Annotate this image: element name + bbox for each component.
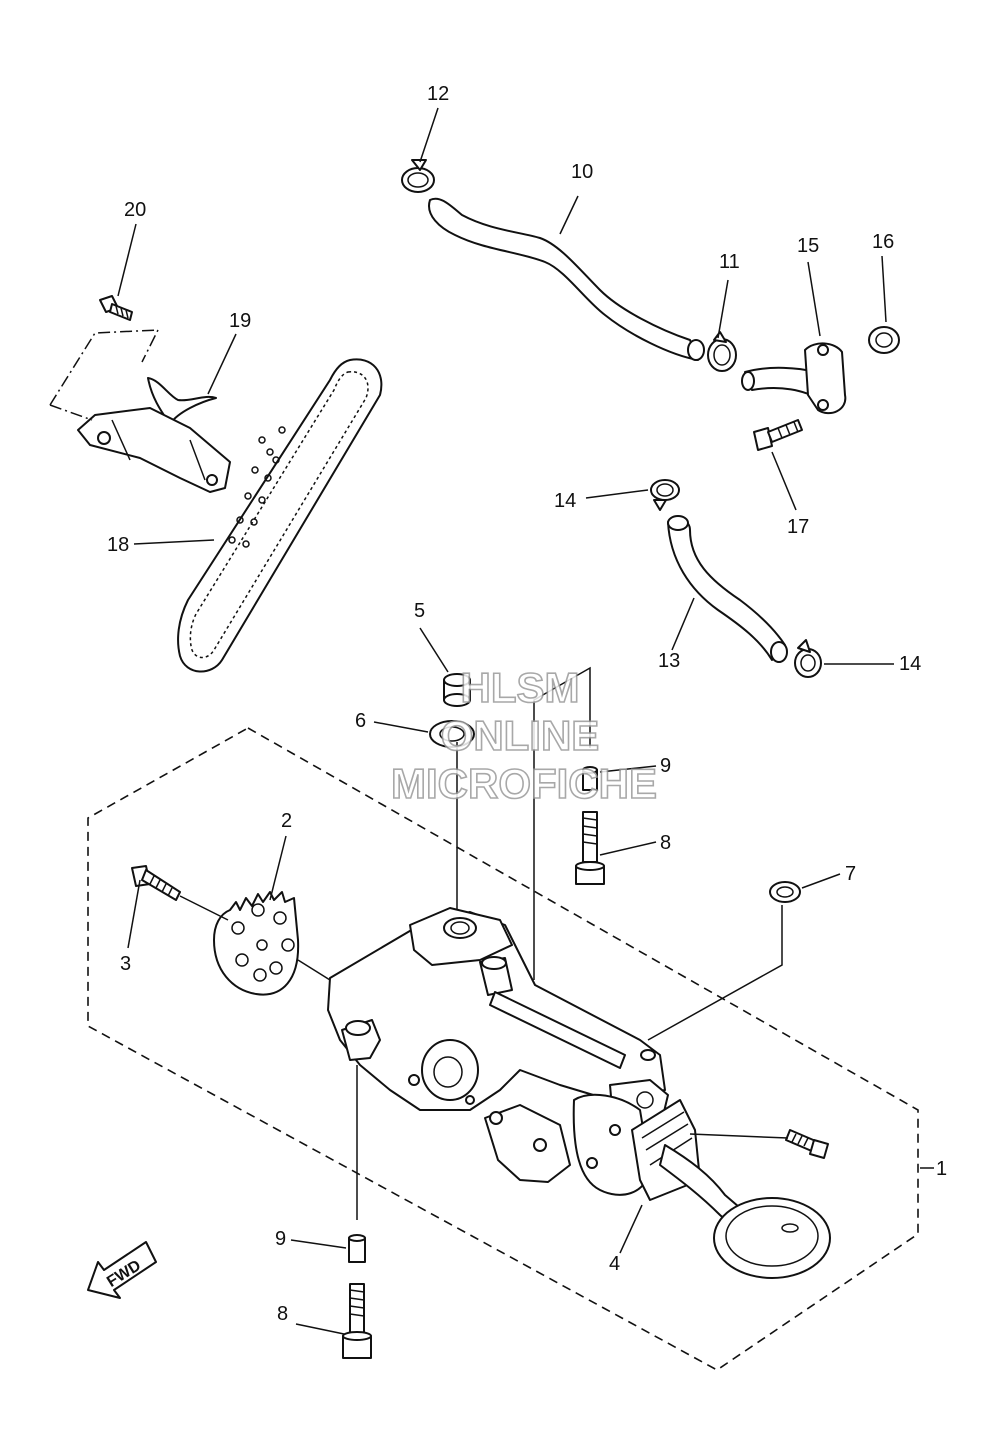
bolt-17[interactable] — [753, 419, 803, 451]
callout-13: 13 — [658, 650, 680, 672]
oil-strainer-4[interactable] — [631, 1099, 831, 1279]
callout-14a: 14 — [554, 490, 576, 512]
dowel-9-upper[interactable] — [582, 766, 598, 791]
leader-lines — [117, 107, 934, 1335]
watermark: HLSM ONLINE MICROFICHE — [390, 663, 658, 808]
callout-20: 20 — [124, 199, 146, 221]
callouts: 1 2 3 4 5 6 7 8 8 9 9 10 11 12 13 14 14 … — [107, 83, 947, 1325]
callout-6: 6 — [355, 710, 366, 732]
collar-5[interactable] — [443, 673, 471, 707]
fwd-arrow-icon: FWD — [87, 1241, 157, 1299]
callout-16: 16 — [872, 231, 894, 253]
callout-2: 2 — [281, 810, 292, 832]
clamp-14-lower[interactable] — [794, 639, 822, 678]
pump-gear-2[interactable] — [213, 891, 300, 996]
callout-14b: 14 — [899, 653, 921, 675]
washer-6[interactable] — [429, 720, 475, 748]
callout-8a: 8 — [660, 832, 671, 854]
callout-17: 17 — [787, 516, 809, 538]
clamp-11[interactable] — [707, 331, 737, 372]
bolt-8-upper[interactable] — [575, 811, 605, 885]
callout-4: 4 — [609, 1253, 620, 1275]
hose-10[interactable] — [428, 197, 705, 361]
strainer-bolt[interactable] — [785, 1129, 829, 1159]
callout-15: 15 — [797, 235, 819, 257]
callout-9b: 9 — [275, 1228, 286, 1250]
callout-8b: 8 — [277, 1303, 288, 1325]
svg-text:ONLINE: ONLINE — [441, 712, 600, 759]
timing-chain[interactable] — [177, 358, 383, 673]
svg-text:MICROFICHE: MICROFICHE — [391, 760, 657, 807]
alignment-lines — [356, 666, 783, 1220]
dowel-9-lower[interactable] — [348, 1234, 366, 1263]
callout-10: 10 — [571, 161, 593, 183]
assembly-boundary — [87, 727, 919, 1371]
oil-pump-assembly[interactable] — [327, 907, 669, 1196]
bolt-20[interactable] — [99, 295, 133, 321]
callout-12: 12 — [427, 83, 449, 105]
callout-1: 1 — [936, 1158, 947, 1180]
bolt-3[interactable] — [131, 865, 181, 901]
clamp-12[interactable] — [401, 159, 435, 193]
callout-5: 5 — [414, 600, 425, 622]
seal-16[interactable] — [868, 326, 900, 354]
callout-9a: 9 — [660, 755, 671, 777]
bolt-8-lower[interactable] — [342, 1283, 372, 1359]
svg-text:HLSM: HLSM — [461, 664, 580, 711]
seal-7[interactable] — [769, 881, 801, 903]
callout-19: 19 — [229, 310, 251, 332]
chain-guide[interactable] — [77, 377, 231, 493]
callout-3: 3 — [120, 953, 131, 975]
callout-11: 11 — [719, 251, 740, 273]
pipe-15[interactable] — [741, 342, 847, 415]
bracket-link-line — [49, 329, 160, 421]
callout-18: 18 — [107, 534, 129, 556]
clamp-14-upper[interactable] — [650, 479, 680, 511]
callout-7: 7 — [845, 863, 856, 885]
hose-13[interactable] — [667, 515, 788, 663]
